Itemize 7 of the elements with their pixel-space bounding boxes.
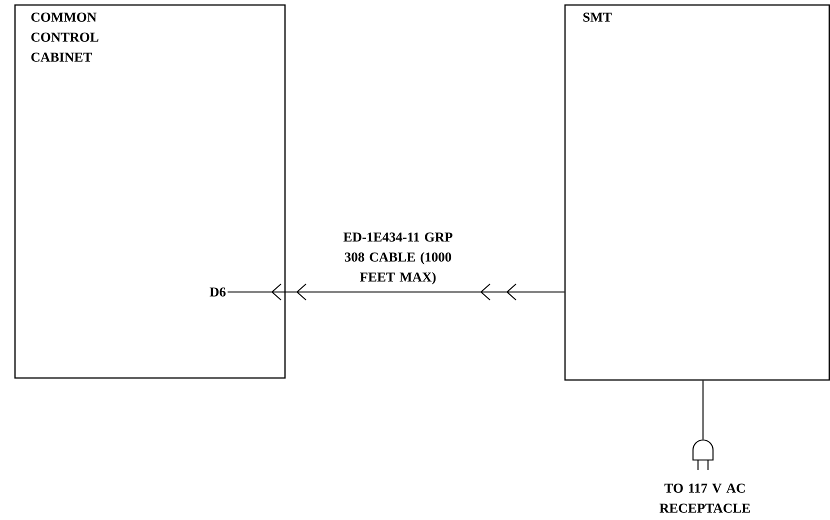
terminal-label: D6	[210, 287, 226, 297]
block-box: SMT	[564, 4, 830, 381]
plug-caption: TO 117 V AC RECEPTACLE	[660, 484, 750, 513]
power-cord	[702, 380, 704, 440]
plug-drawing	[692, 439, 714, 471]
edge-label: ED-1E434-11 GRP 308 CABLE (1000 FEET MAX)	[344, 232, 452, 284]
cable-arrow	[227, 283, 565, 301]
